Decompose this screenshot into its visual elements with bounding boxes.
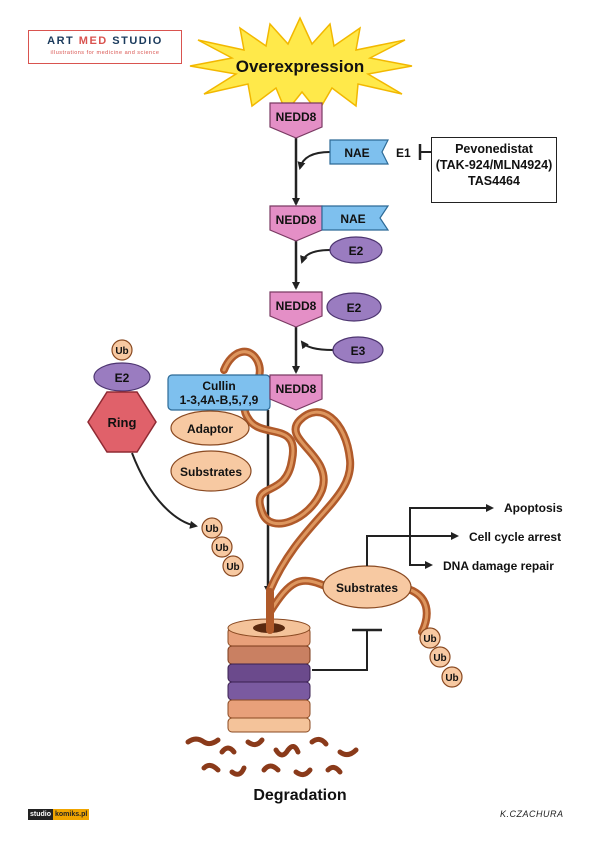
nae-bound-label: NAE bbox=[340, 212, 365, 226]
nedd8-nae bbox=[269, 205, 323, 242]
e2-free-label: E2 bbox=[349, 244, 364, 258]
nae-free bbox=[329, 139, 389, 165]
drug-codes: (TAK-924/MLN4924) bbox=[435, 158, 553, 172]
logo-word-1: ART bbox=[47, 35, 79, 47]
degradation-title: Degradation bbox=[253, 787, 347, 804]
proteasome-inhibition-line bbox=[312, 630, 368, 671]
outcome-cell-cycle: Cell cycle arrest bbox=[469, 530, 561, 544]
outcome-dna-repair: DNA damage repair bbox=[443, 559, 554, 573]
ub-right-3-label: Ub bbox=[445, 673, 458, 684]
e3 bbox=[332, 336, 384, 364]
nae-free-label: NAE bbox=[344, 146, 369, 160]
outcome-apoptosis: Apoptosis bbox=[504, 501, 563, 515]
arrow-dna-repair bbox=[409, 536, 433, 569]
e2-bound-label: E2 bbox=[347, 301, 362, 315]
adaptor bbox=[170, 410, 250, 446]
ub-chain-1-label: Ub bbox=[205, 524, 218, 535]
nedd8-e2-label: NEDD8 bbox=[276, 299, 317, 313]
studio-word: studio bbox=[28, 809, 53, 820]
e3-label: E3 bbox=[351, 344, 366, 358]
nae-bound bbox=[321, 205, 390, 231]
ub-right-2-label: Ub bbox=[433, 653, 446, 664]
logo-tagline: illustrations for medicine and science bbox=[50, 50, 160, 56]
ring bbox=[87, 391, 157, 453]
ub-right-3 bbox=[441, 666, 463, 688]
ring-to-ub-arrow bbox=[131, 452, 198, 529]
nedd8-e2 bbox=[269, 291, 323, 328]
overexpression-label: Overexpression bbox=[236, 57, 365, 76]
overexpression-starburst bbox=[189, 16, 413, 114]
substrate-chain-right-highlight bbox=[268, 579, 429, 634]
e2-ring-label: E2 bbox=[115, 371, 130, 385]
ub-chain-3-label: Ub bbox=[226, 562, 239, 573]
ub-top-left-label: Ub bbox=[115, 346, 128, 357]
drug-box: Pevonedistat (TAK-924/MLN4924) TAS4464 bbox=[431, 137, 557, 203]
drug-name: Pevonedistat bbox=[455, 142, 533, 156]
cullin-label-1: Cullin bbox=[202, 379, 235, 393]
substrates-right-label: Substrates bbox=[336, 581, 398, 595]
ub-chain-1 bbox=[201, 517, 223, 539]
e2-bound bbox=[326, 292, 382, 322]
nedd8-top-label: NEDD8 bbox=[276, 110, 317, 124]
e3-join-arrow bbox=[300, 340, 334, 351]
e2-ring bbox=[93, 362, 151, 392]
nedd8-cullin-label: NEDD8 bbox=[276, 382, 317, 396]
ub-chain-2-label: Ub bbox=[215, 543, 228, 554]
substrates-upper-label: Substrates bbox=[180, 465, 242, 479]
nedd8-nae-label: NEDD8 bbox=[276, 213, 317, 227]
nae-join-arrow bbox=[297, 151, 331, 170]
logo-word-2: MED bbox=[78, 35, 108, 47]
substrates-upper bbox=[170, 450, 252, 492]
nedd8-top bbox=[269, 102, 323, 139]
ub-right-1-label: Ub bbox=[423, 634, 436, 645]
ub-chain-3 bbox=[222, 555, 244, 577]
komiks-word: komiks.pl bbox=[53, 809, 90, 820]
ub-chain-2 bbox=[211, 536, 233, 558]
ub-right-1 bbox=[419, 627, 441, 649]
ub-right-2 bbox=[429, 646, 451, 668]
ub-top-left bbox=[111, 339, 133, 361]
drug-second: TAS4464 bbox=[468, 174, 520, 188]
e2-join-arrow bbox=[300, 249, 331, 264]
ring-label: Ring bbox=[108, 415, 137, 430]
degradation-fragments bbox=[185, 736, 359, 778]
nedd8-cullin bbox=[269, 374, 323, 411]
art-med-studio-logo: ART MED STUDIO illustrations for medicin… bbox=[28, 30, 182, 64]
cullin-label-2: 1-3,4A-B,5,7,9 bbox=[180, 393, 259, 407]
logo-word-3: STUDIO bbox=[107, 35, 163, 47]
artist-signature: K.CZACHURA bbox=[500, 809, 564, 819]
e1-label: E1 bbox=[396, 146, 411, 160]
proteasome bbox=[227, 618, 311, 733]
e2-free bbox=[329, 236, 383, 264]
adaptor-label: Adaptor bbox=[187, 422, 233, 436]
